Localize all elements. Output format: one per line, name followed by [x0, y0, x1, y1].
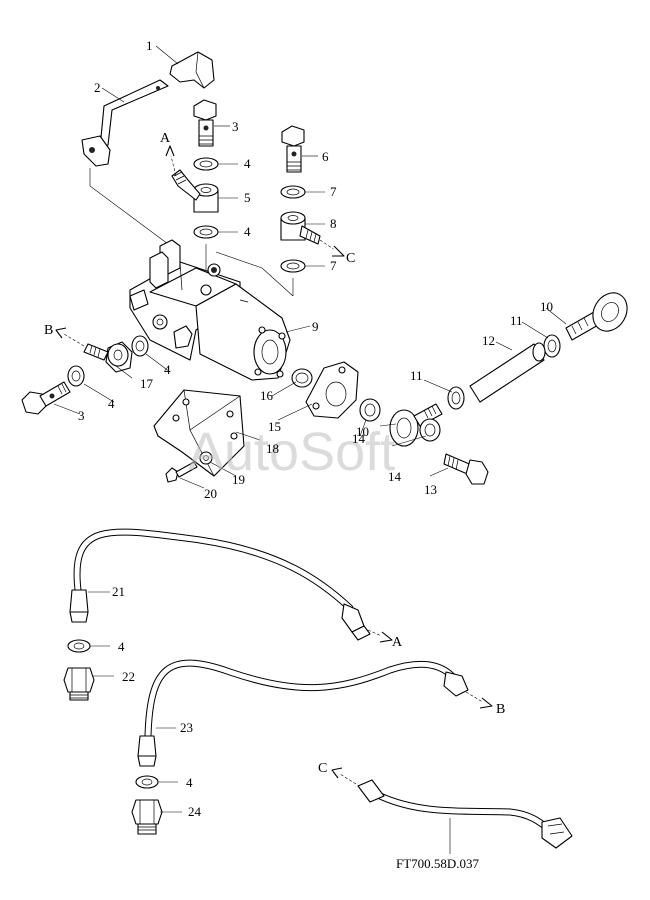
part-16-o-ring [291, 368, 313, 388]
callout-20: 20 [204, 486, 217, 501]
part-11-clamp-upper [543, 334, 561, 358]
part-2-lever [81, 79, 169, 167]
washer-7-lower [280, 259, 306, 273]
hose-c [357, 779, 573, 849]
part-24-adapter [131, 799, 163, 835]
callout-numbers: 1 2 3 4 5 4 6 7 8 7 9 10 11 12 11 13 14 … [78, 38, 553, 819]
callout-2: 2 [94, 80, 101, 95]
callout-11-upper: 11 [510, 313, 523, 328]
arrow-c-upper [319, 239, 345, 257]
callout-19: 19 [232, 472, 245, 487]
callout-23: 23 [180, 720, 193, 735]
part-23-hose-b [137, 659, 469, 767]
washer-4-upper-1 [193, 157, 219, 171]
label-c-lower: C [318, 761, 327, 776]
washer-14-lower [419, 418, 441, 442]
callout-22: 22 [122, 669, 135, 684]
callout-14-upper: 14 [352, 431, 366, 446]
callout-12: 12 [482, 333, 495, 348]
part-10-eye-fitting-upper [565, 292, 628, 341]
part-11-clamp-lower [447, 386, 465, 410]
label-b-lower: B [496, 702, 505, 717]
connection-letters: A A B B C C [44, 131, 505, 776]
callout-4-upper-1: 4 [244, 156, 251, 171]
callout-6: 6 [322, 149, 329, 164]
leader-lines [53, 45, 567, 489]
callout-11-lower: 11 [410, 368, 423, 383]
arrow-b-lower [465, 691, 493, 709]
callout-5: 5 [244, 190, 251, 205]
part-13-bolt [443, 453, 489, 485]
washer-4-hose-21 [67, 639, 91, 653]
callout-4-left: 4 [108, 396, 115, 411]
arrow-c-lower [331, 767, 357, 785]
watermark-text: AutoSoft [188, 422, 395, 482]
washer-7-upper [280, 185, 306, 199]
callout-7-lower: 7 [330, 258, 337, 273]
callout-17: 17 [140, 376, 154, 391]
part-1-handle-knob [169, 51, 215, 89]
callout-14-lower: 14 [388, 469, 402, 484]
callout-8: 8 [330, 216, 337, 231]
callout-21: 21 [112, 584, 125, 599]
callout-4-side: 4 [164, 362, 171, 377]
part-15-flange [305, 361, 359, 419]
callout-1: 1 [146, 38, 153, 53]
callout-10-lower: 10 [356, 424, 369, 439]
callout-4-upper-2: 4 [244, 224, 251, 239]
part-20-bolt [165, 461, 198, 483]
part-3-banjo-bolt-lower [21, 381, 71, 415]
part-3-banjo-bolt-upper [193, 99, 217, 147]
callout-18: 18 [266, 441, 279, 456]
washer-4-hose-23 [135, 775, 159, 789]
callout-4-hose-23: 4 [186, 775, 193, 790]
callout-7-upper: 7 [330, 184, 337, 199]
callout-4-hose-21: 4 [118, 639, 125, 654]
part-6-banjo-bolt [281, 125, 305, 173]
label-c-upper: C [346, 251, 355, 266]
part-5-banjo-fitting [171, 169, 219, 213]
part-12-hose-sleeve [469, 342, 546, 403]
guide-line-lever [89, 168, 169, 245]
callout-9: 9 [312, 319, 319, 334]
part-19-nut [199, 451, 213, 465]
part-22-adapter [63, 667, 95, 701]
part-17-banjo-fitting [83, 341, 133, 373]
label-a-upper: A [160, 131, 171, 146]
part-10-eye-fitting-lower [389, 403, 443, 447]
callout-16: 16 [260, 388, 274, 403]
part-18-bracket [153, 389, 245, 477]
part-8-banjo-fitting [280, 211, 321, 245]
part-9-valve-body [129, 239, 291, 381]
label-b-upper: B [44, 323, 53, 338]
drawing-number: FT700.58D.037 [396, 856, 480, 871]
washer-4-side [131, 335, 149, 357]
part-21-hose-a [69, 528, 371, 641]
callout-24: 24 [188, 804, 202, 819]
arrow-a-upper [165, 145, 177, 177]
arrow-b-upper [55, 327, 85, 347]
callout-15: 15 [268, 419, 281, 434]
washer-4-upper-2 [193, 225, 219, 239]
guide-line-right [215, 251, 294, 297]
callout-13: 13 [424, 482, 437, 497]
arrow-a-lower [367, 629, 393, 643]
callout-3-upper: 3 [232, 119, 239, 134]
label-a-lower: A [392, 635, 403, 650]
washer-14-upper [359, 398, 381, 422]
leader-lines-lower [88, 591, 451, 854]
callout-3-lower: 3 [78, 408, 85, 423]
callout-10-upper: 10 [540, 299, 553, 314]
washer-4-left [67, 365, 85, 387]
